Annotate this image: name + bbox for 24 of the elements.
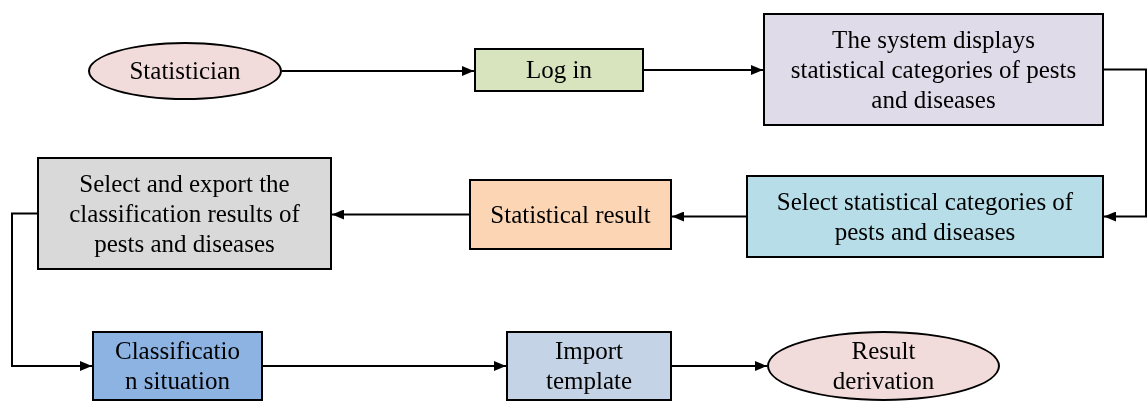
process-box — [469, 179, 672, 250]
arrow — [643, 65, 764, 75]
process-box — [92, 331, 263, 401]
process-box — [746, 175, 1104, 258]
node-label: Select and export the classification results of pests and diseases — [68, 168, 301, 259]
arrow — [331, 209, 470, 220]
arrow — [262, 361, 507, 371]
arrow — [1103, 68, 1147, 222]
arrow — [11, 212, 93, 371]
arrow — [281, 66, 475, 76]
node-label: Result derivation — [831, 336, 936, 396]
process-box — [763, 13, 1104, 126]
node-label: Select statistical categories of pests and diseases — [775, 186, 1075, 247]
node-label: The system displays statistical categories of pests and diseases — [789, 24, 1078, 115]
arrow — [671, 211, 747, 222]
node-label: Statistician — [129, 56, 241, 86]
process-box — [474, 48, 644, 92]
node-label: Import template — [544, 336, 634, 396]
node-label: Classificatio n situation — [114, 336, 241, 396]
node-label: Log in — [526, 55, 592, 85]
process-box — [506, 331, 672, 401]
process-box — [37, 157, 332, 270]
node-label: Statistical result — [490, 199, 651, 230]
arrow — [671, 361, 768, 371]
